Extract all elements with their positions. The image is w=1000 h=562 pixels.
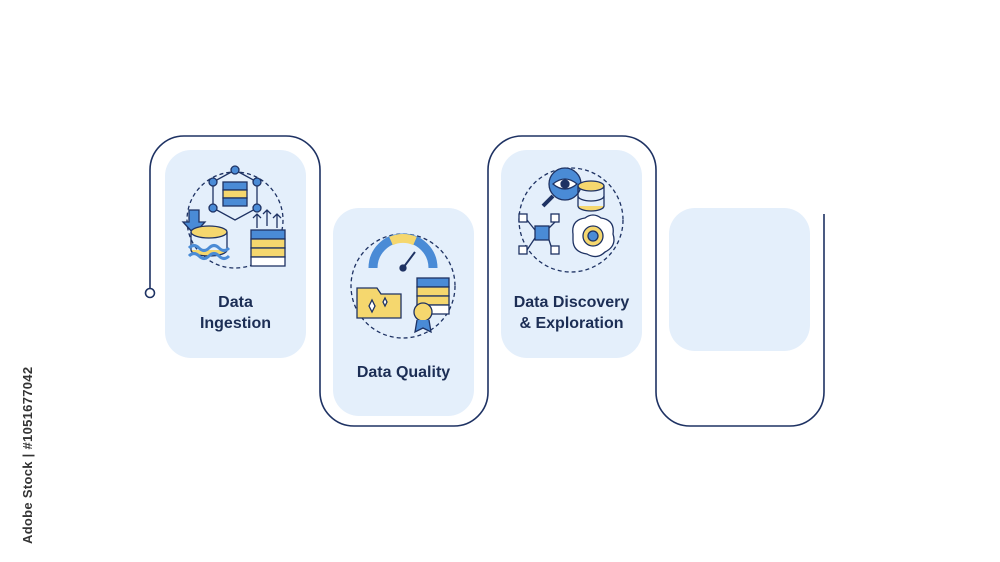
step-label-line2: Ingestion: [199, 315, 272, 332]
data-ingestion-icon: [181, 165, 286, 269]
step-label-line2: & Exploration: [519, 315, 624, 332]
stock-id-label: Adobe Stock | #1051677042: [20, 320, 42, 544]
step-label-line1: Data Discovery: [513, 294, 630, 311]
step-card-data-ingestion: Data Ingestion: [165, 150, 306, 358]
step-card-data-quality: Data Quality: [333, 208, 474, 416]
step-card-empty: [669, 208, 810, 351]
step-label-line1: Data: [218, 294, 253, 311]
step-label-line1: Data Quality: [356, 364, 451, 381]
stock-id-text: Adobe Stock | #1051677042: [20, 366, 35, 544]
connector-start-dot: [144, 287, 156, 299]
step-card-data-discovery: Data Discovery & Exploration: [501, 150, 642, 358]
data-quality-icon: [350, 233, 456, 339]
data-discovery-icon: [518, 167, 624, 273]
